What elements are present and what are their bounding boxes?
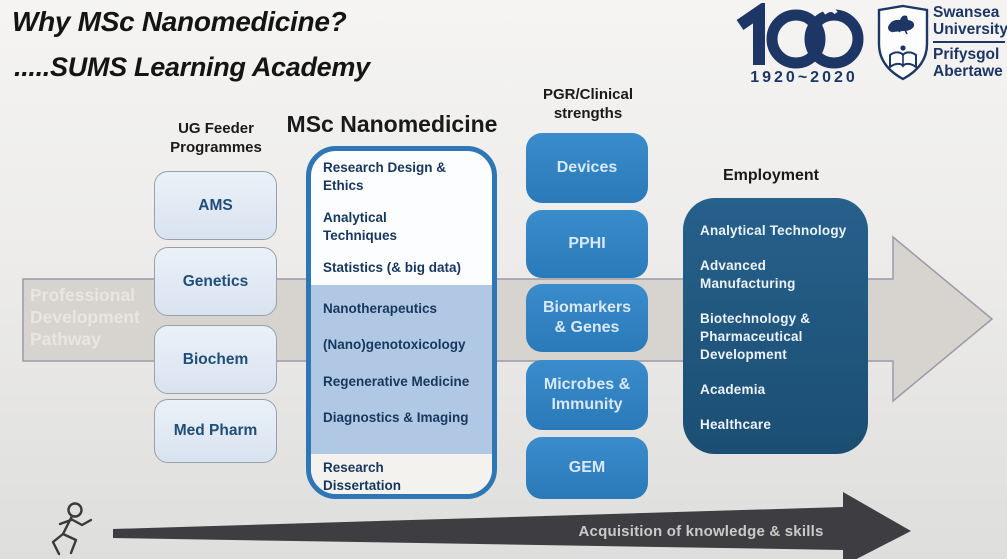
running-person-icon: [51, 502, 93, 556]
employment-column-header: Employment: [722, 167, 819, 184]
feeder-box-ams: AMS: [154, 171, 277, 240]
pgr-box-microbes: Microbes & Immunity: [526, 360, 648, 430]
msc-module: Research Dissertation: [323, 460, 402, 493]
msc-module: Research Design & Ethics: [323, 160, 447, 193]
centenary-years: 1920~2020: [750, 69, 858, 85]
pgr-box-gem: GEM: [526, 437, 648, 499]
employment-item: Biotechnology & Pharmaceutical Developme…: [700, 311, 811, 362]
skills-arrow-label: Acquisition of knowledge & skills: [578, 523, 824, 540]
msc-module: Statistics (& big data): [323, 260, 462, 275]
pgr-box-pphi: PPHI: [526, 210, 648, 278]
msc-column-header: MSc Nanomedicine: [286, 111, 498, 137]
msc-module: Diagnostics & Imaging: [323, 410, 469, 426]
pgr-column-header: PGR/Clinical strengths: [542, 86, 634, 122]
wordmark-divider: [933, 41, 1005, 43]
university-name-welsh: Prifysgol Abertawe: [933, 46, 1003, 80]
msc-module: Analytical Techniques: [323, 210, 398, 243]
dragon-icon: [888, 15, 915, 32]
msc-module: Regenerative Medicine: [323, 373, 470, 389]
msc-bottom-section: Research Dissertation: [311, 454, 492, 494]
employment-item: Analytical Technology: [700, 223, 847, 238]
msc-top-section: Research Design & Ethics Analytical Tech…: [311, 151, 492, 285]
feeder-box-biochem: Biochem: [154, 325, 277, 394]
employment-item: Academia: [700, 382, 766, 397]
feeder-box-medpharm: Med Pharm: [154, 399, 277, 463]
university-name-english: Swansea University: [933, 4, 1007, 38]
msc-module: (Nano)genotoxicology: [323, 337, 466, 353]
pathway-arrow-label: Professional Development Pathway: [30, 285, 140, 349]
employment-item: Healthcare: [700, 417, 772, 432]
employment-box: Analytical Technology Advanced Manufactu…: [683, 198, 868, 454]
slide-title: Why MSc Nanomedicine?: [12, 6, 347, 37]
pgr-box-biomarkers: Biomarkers & Genes: [526, 284, 648, 352]
centenary-100-logo: 1920~2020: [736, 3, 864, 85]
employment-item: Advanced Manufacturing: [700, 258, 796, 291]
msc-module: Nanotherapeutics: [323, 300, 438, 316]
university-crest-icon: [877, 4, 929, 81]
slide-subtitle: .....SUMS Learning Academy: [14, 52, 370, 82]
msc-programme-box: Research Design & Ethics Analytical Tech…: [306, 146, 497, 499]
university-wordmark: Swansea University Prifysgol Abertawe: [933, 4, 1007, 80]
feeder-column-header: UG Feeder Programmes: [170, 120, 262, 156]
feeder-box-genetics: Genetics: [154, 247, 277, 316]
pgr-box-devices: Devices: [526, 133, 648, 203]
msc-middle-section: Nanotherapeutics (Nano)genotoxicology Re…: [311, 284, 492, 454]
